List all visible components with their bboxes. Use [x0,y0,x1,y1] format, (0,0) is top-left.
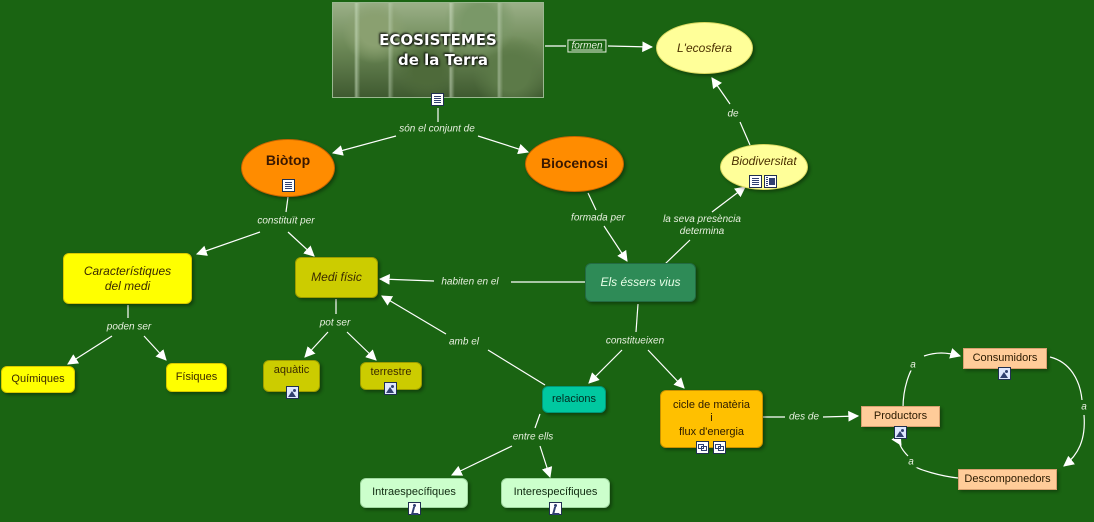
node-fisiques-label: Físiques [175,370,218,383]
link-label-a-consumidors: a [907,359,919,371]
link-label-entre-ells: entre ells [509,431,557,443]
title-text: ECOSISTEMES de la Terra [333,31,543,70]
node-fisiques[interactable]: Físiques [166,363,227,392]
node-biodiversitat-label: Biodiversitat [731,153,797,168]
node-caracteristiques[interactable]: Característiques del medi [63,253,192,304]
node-descomponedors[interactable]: Descomponedors [958,469,1057,490]
image-icon[interactable] [384,382,397,395]
node-relacions-label: relacions [551,392,597,405]
node-descomponedors-label: Descomponedors [964,472,1051,485]
document-icon[interactable] [749,175,762,188]
image-icon[interactable] [998,367,1011,380]
title-line-1: ECOSISTEMES [379,31,497,49]
film-icon[interactable] [764,175,777,188]
node-consumidors-label: Consumidors [972,351,1038,364]
node-caracteristiques-line-2: del medi [104,278,151,293]
link-label-presencia-line-2: determina [679,226,725,237]
link-label-constitueixen: constitueixen [602,335,668,347]
node-biocenosi[interactable]: Biocenosi [525,136,624,192]
node-medi-fisic-label: Medi físic [311,270,362,284]
node-essers-vius[interactable]: Els éssers vius [585,263,696,302]
node-consumidors[interactable]: Consumidors [963,348,1047,369]
image-icon[interactable] [894,426,907,439]
node-quimiques-label: Químiques [11,372,65,385]
link-label-pot-ser: pot ser [316,317,354,329]
node-cicle-line-2: i [710,412,713,425]
link-label-constituit-per: constituït per [254,215,318,227]
link-label-a-productors: a [905,456,917,468]
node-intraespecifiques-label: Intraespecífiques [372,486,456,499]
link-label-presencia-line-1: la seva presència [663,214,741,225]
node-terrestre-label: terrestre [370,366,412,379]
node-interespecifiques-label: Interespecífiques [513,486,598,499]
link-label-formada-per: formada per [568,212,628,224]
node-biotop-label: Biòtop [265,152,311,169]
link-label-de: de [724,108,742,120]
walker-icon[interactable] [408,502,421,515]
node-cicle[interactable]: cicle de matèria i flux d'energia [660,390,763,448]
node-biocenosi-label: Biocenosi [541,155,608,172]
node-aquatic-label: aquàtic [273,364,310,377]
document-icon[interactable] [431,93,444,106]
document-icon[interactable] [282,179,295,192]
node-productors[interactable]: Productors [861,406,940,427]
node-medi-fisic[interactable]: Medi físic [295,257,378,298]
walker-icon[interactable] [549,502,562,515]
node-essers-vius-label: Els éssers vius [600,275,681,289]
link-label-habiten-en-el: habiten en el [438,276,502,288]
node-cicle-line-3: flux d'energia [678,425,745,438]
title-line-2: de la Terra [398,50,488,69]
ecosistemes-title-node[interactable]: ECOSISTEMES de la Terra [332,2,544,98]
node-caracteristiques-line-1: Característiques [83,263,172,278]
node-cicle-line-1: cicle de matèria [672,399,751,412]
image-icon[interactable] [286,386,299,399]
node-ecosfera-label: L'ecosfera [677,40,732,55]
link-label-des-de: des de [785,411,823,423]
link-label-formen[interactable]: formen [567,39,607,53]
node-productors-label: Productors [873,409,928,422]
node-ecosfera[interactable]: L'ecosfera [656,22,753,74]
link-label-poden-ser: poden ser [103,321,155,333]
link-label-son-el-conjunt: són el conjunt de [396,123,478,135]
link-label-presencia: la seva presència determina [660,214,744,238]
node-quimiques[interactable]: Químiques [1,366,75,393]
link-label-a-descomponedors: a [1078,401,1090,413]
link-label-amb-el: amb el [445,336,483,348]
node-relacions[interactable]: relacions [542,386,606,413]
concept-map-icon[interactable] [696,441,709,454]
concept-map-icon[interactable] [713,441,726,454]
